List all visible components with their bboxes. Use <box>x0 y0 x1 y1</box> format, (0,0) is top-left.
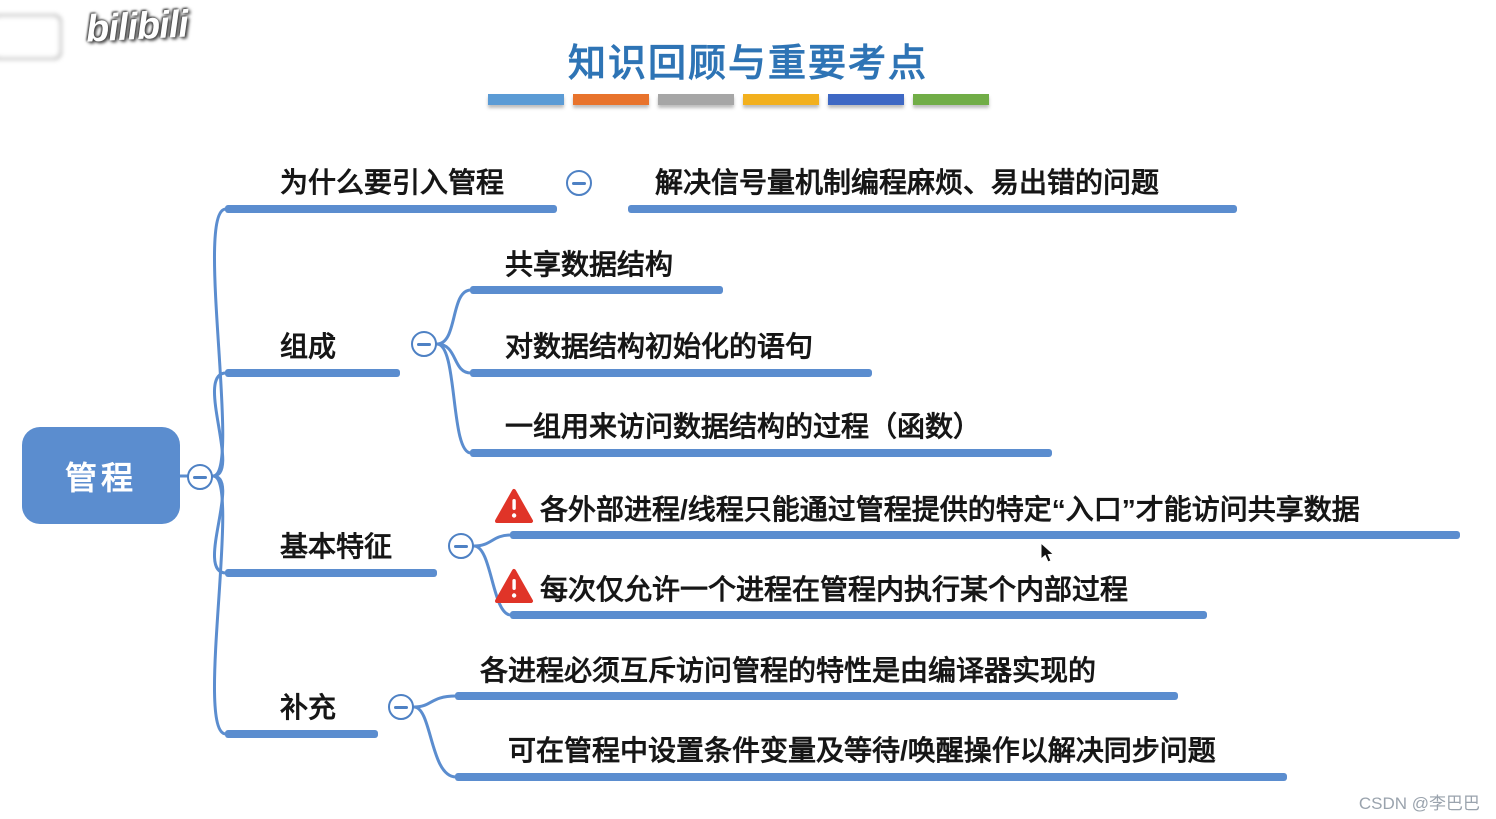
divider-bar <box>488 94 564 105</box>
node-underline <box>225 730 378 738</box>
node-feature-entry: 各外部进程/线程只能通过管程提供的特定“入口”才能访问共享数据 <box>540 494 1360 525</box>
collapse-icon-branch-composition[interactable] <box>411 331 437 357</box>
divider-bar <box>658 94 734 105</box>
warning-icon <box>494 568 534 604</box>
title-divider-bars <box>488 94 989 105</box>
branch-features-label: 基本特征 <box>280 531 393 562</box>
collapse-icon-branch-supplement[interactable] <box>388 694 414 720</box>
node-underline <box>455 692 1178 700</box>
mindmap-root-node[interactable]: 管程 <box>22 427 180 524</box>
node-compiler-note: 各进程必须互斥访问管程的特性是由编译器实现的 <box>480 655 1097 686</box>
node-underline <box>470 449 1052 457</box>
watermark-fragment <box>0 14 62 60</box>
divider-bar <box>828 94 904 105</box>
divider-bar <box>743 94 819 105</box>
node-underline <box>510 531 1460 539</box>
collapse-icon-branch-features[interactable] <box>448 533 474 559</box>
warning-icon <box>494 488 534 524</box>
node-underline <box>470 369 872 377</box>
branch-supplement-label: 补充 <box>280 692 337 723</box>
branch-why-label: 为什么要引入管程 <box>280 167 505 198</box>
node-feature-mutex: 每次仅允许一个进程在管程内执行某个内部过程 <box>540 574 1129 605</box>
node-why-answer: 解决信号量机制编程麻烦、易出错的问题 <box>655 167 1160 198</box>
node-access-procedures: 一组用来访问数据结构的过程（函数） <box>505 411 982 442</box>
node-underline <box>510 611 1207 619</box>
divider-bar <box>573 94 649 105</box>
credit-watermark: CSDN @李巴巴 <box>1358 794 1480 813</box>
node-underline <box>455 773 1287 781</box>
node-underline <box>225 369 400 377</box>
node-init-statements: 对数据结构初始化的语句 <box>505 331 814 362</box>
node-underline <box>225 569 437 577</box>
node-underline <box>470 286 723 294</box>
branch-composition-label: 组成 <box>280 331 337 362</box>
mouse-cursor <box>1040 542 1055 563</box>
node-underline <box>225 205 557 213</box>
page-title: 知识回顾与重要考点 <box>567 43 928 85</box>
node-underline <box>628 205 1237 213</box>
root-node-label: 管程 <box>64 459 137 496</box>
collapse-icon-branch-why[interactable] <box>566 170 592 196</box>
node-shared-data: 共享数据结构 <box>505 249 674 280</box>
node-condition-variable-note: 可在管程中设置条件变量及等待/唤醒操作以解决同步问题 <box>508 735 1216 766</box>
divider-bar <box>913 94 989 105</box>
collapse-icon-root[interactable] <box>187 464 213 490</box>
